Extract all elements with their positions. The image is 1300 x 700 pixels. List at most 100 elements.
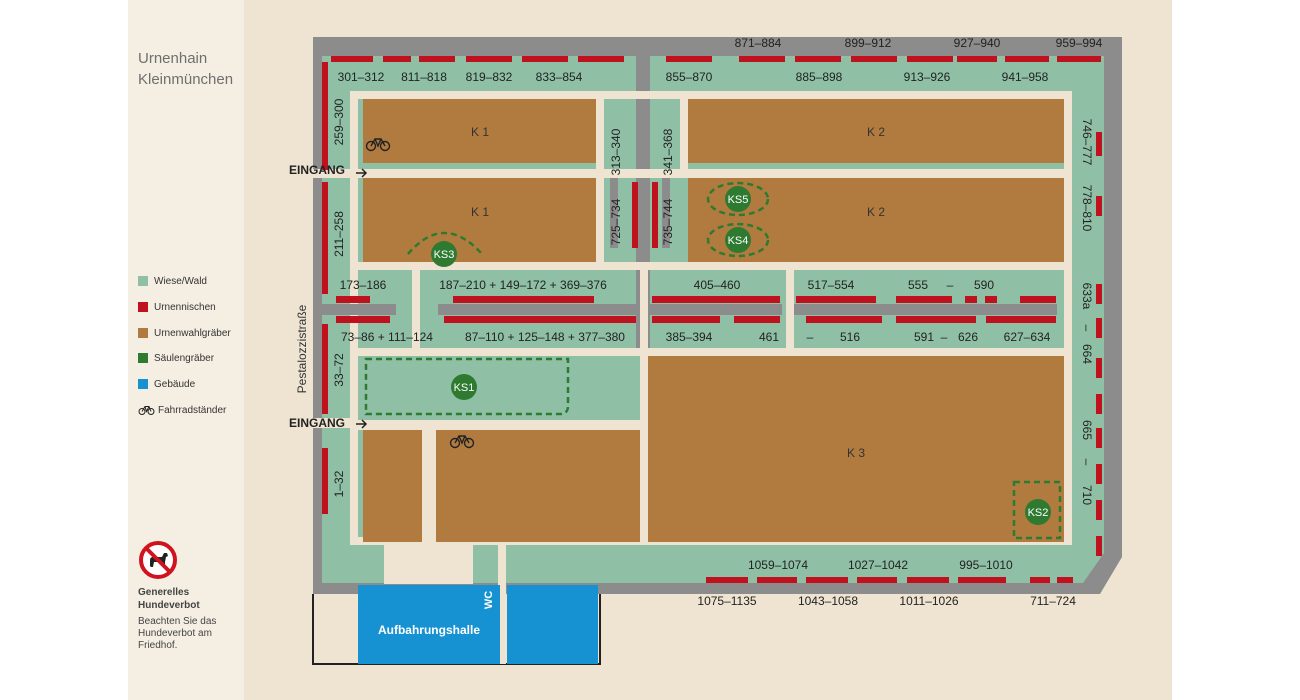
field-label: K 3 [847, 446, 865, 460]
svg-text:833–854: 833–854 [536, 70, 583, 84]
svg-text:899–912: 899–912 [845, 36, 892, 50]
legend-item-meadow: Wiese/Wald [138, 274, 207, 288]
svg-text:1043–1058: 1043–1058 [798, 594, 858, 608]
entrance-arrows [356, 168, 368, 429]
building-hall [358, 585, 500, 664]
svg-text:73–86 + 111–124: 73–86 + 111–124 [341, 330, 433, 344]
legend-swatch [138, 302, 148, 312]
svg-text:746–777: 746–777 [1080, 119, 1094, 166]
svg-text:–: – [1080, 459, 1094, 466]
legend-swatch [138, 353, 148, 363]
svg-text:341–368: 341–368 [661, 128, 675, 175]
svg-text:913–926: 913–926 [904, 70, 951, 84]
svg-text:927–940: 927–940 [954, 36, 1001, 50]
field-k1-north [363, 99, 596, 163]
svg-text:664: 664 [1080, 344, 1094, 364]
svg-text:778–810: 778–810 [1080, 185, 1094, 232]
column-grave-label: KS5 [728, 194, 749, 206]
svg-text:173–186: 173–186 [340, 278, 387, 292]
svg-text:885–898: 885–898 [796, 70, 843, 84]
svg-text:–: – [1080, 325, 1094, 332]
legend-swatch [138, 379, 148, 389]
column-grave-label: KS1 [454, 382, 475, 394]
svg-text:–: – [941, 330, 948, 344]
svg-text:959–994: 959–994 [1056, 36, 1103, 50]
field-k1-south [363, 178, 596, 262]
legend-label: Gebäude [154, 378, 196, 390]
svg-text:1059–1074: 1059–1074 [748, 558, 808, 572]
legend-item-column-graves: Säulengräber [138, 351, 214, 365]
svg-text:–: – [807, 330, 814, 344]
svg-text:33–72: 33–72 [332, 353, 346, 387]
field-k3 [648, 356, 1064, 542]
column-grave-label: KS4 [728, 235, 749, 247]
niche-number-labels: 301–312 811–818 819–832 833–854 855–870 … [332, 36, 1103, 608]
svg-text:1–32: 1–32 [332, 470, 346, 497]
svg-text:855–870: 855–870 [666, 70, 713, 84]
svg-text:405–460: 405–460 [694, 278, 741, 292]
legend-label: Wiese/Wald [154, 275, 207, 287]
svg-text:626: 626 [958, 330, 978, 344]
svg-text:516: 516 [840, 330, 860, 344]
entrance-label: EINGANG [289, 416, 345, 430]
legend-item-niches: Urnennischen [138, 300, 216, 314]
svg-text:259–300: 259–300 [332, 98, 346, 145]
building-label-hall: Aufbahrungshalle [378, 623, 480, 637]
svg-text:1027–1042: 1027–1042 [848, 558, 908, 572]
legend-label: Fahrradständer [158, 404, 227, 416]
svg-text:627–634: 627–634 [1004, 330, 1051, 344]
field-k2-south [688, 178, 1064, 262]
column-grave-label: KS2 [1028, 507, 1049, 519]
svg-text:87–110 + 125–148 + 377–380: 87–110 + 125–148 + 377–380 [465, 330, 625, 344]
svg-text:1011–1026: 1011–1026 [899, 594, 959, 608]
dog-ban-text: Beachten Sie das Hundeverbot am Friedhof… [138, 616, 217, 651]
street-name: Pestalozzistraße [295, 304, 309, 393]
column-grave-markers [431, 186, 1051, 525]
entrance-label: EINGANG [289, 163, 345, 177]
legend-swatch [138, 276, 148, 286]
svg-text:461: 461 [759, 330, 779, 344]
svg-text:385–394: 385–394 [666, 330, 713, 344]
svg-text:725–734: 725–734 [609, 198, 623, 245]
field-label: K 1 [471, 125, 489, 139]
inner-walls [322, 178, 1057, 315]
field-south [436, 430, 640, 542]
svg-text:735–744: 735–744 [661, 198, 675, 245]
svg-text:811–818: 811–818 [401, 70, 447, 84]
buildings [358, 585, 598, 664]
building-label-wc: WC [483, 591, 495, 609]
dog-ban-title: Generelles Hundeverbot [138, 587, 200, 611]
legend-item-buildings: Gebäude [138, 377, 195, 391]
svg-text:517–554: 517–554 [808, 278, 855, 292]
svg-text:555: 555 [908, 278, 928, 292]
legend-item-graves: Urnenwahlgräber [138, 326, 231, 340]
svg-text:591: 591 [914, 330, 934, 344]
bicycle-icon [365, 138, 391, 152]
svg-text:941–958: 941–958 [1002, 70, 1049, 84]
svg-text:871–884: 871–884 [735, 36, 782, 50]
urn-niches [322, 56, 1102, 583]
field-southwest [363, 430, 422, 542]
column-grave-outlines [364, 181, 1062, 540]
svg-text:187–210 + 149–172 + 369–376: 187–210 + 149–172 + 369–376 [439, 278, 607, 292]
svg-text:633a: 633a [1080, 283, 1094, 310]
svg-text:710: 710 [1080, 485, 1094, 505]
bicycle-icon [138, 406, 155, 415]
svg-text:–: – [947, 278, 954, 292]
legend-swatch [138, 328, 148, 338]
field-label: K 1 [471, 205, 489, 219]
grave-fields [363, 99, 1064, 542]
field-k2-north [688, 99, 1064, 163]
building-wc [507, 585, 598, 664]
cemetery-name-line1: Urnenhain [138, 50, 208, 67]
legend-label: Urnennischen [154, 301, 216, 313]
svg-text:819–832: 819–832 [466, 70, 513, 84]
svg-text:590: 590 [974, 278, 994, 292]
svg-text:1075–1135: 1075–1135 [697, 594, 757, 608]
field-label: K 2 [867, 125, 885, 139]
legend-label: Urnenwahlgräber [154, 327, 231, 339]
svg-text:301–312: 301–312 [338, 70, 385, 84]
svg-text:711–724: 711–724 [1030, 594, 1076, 608]
